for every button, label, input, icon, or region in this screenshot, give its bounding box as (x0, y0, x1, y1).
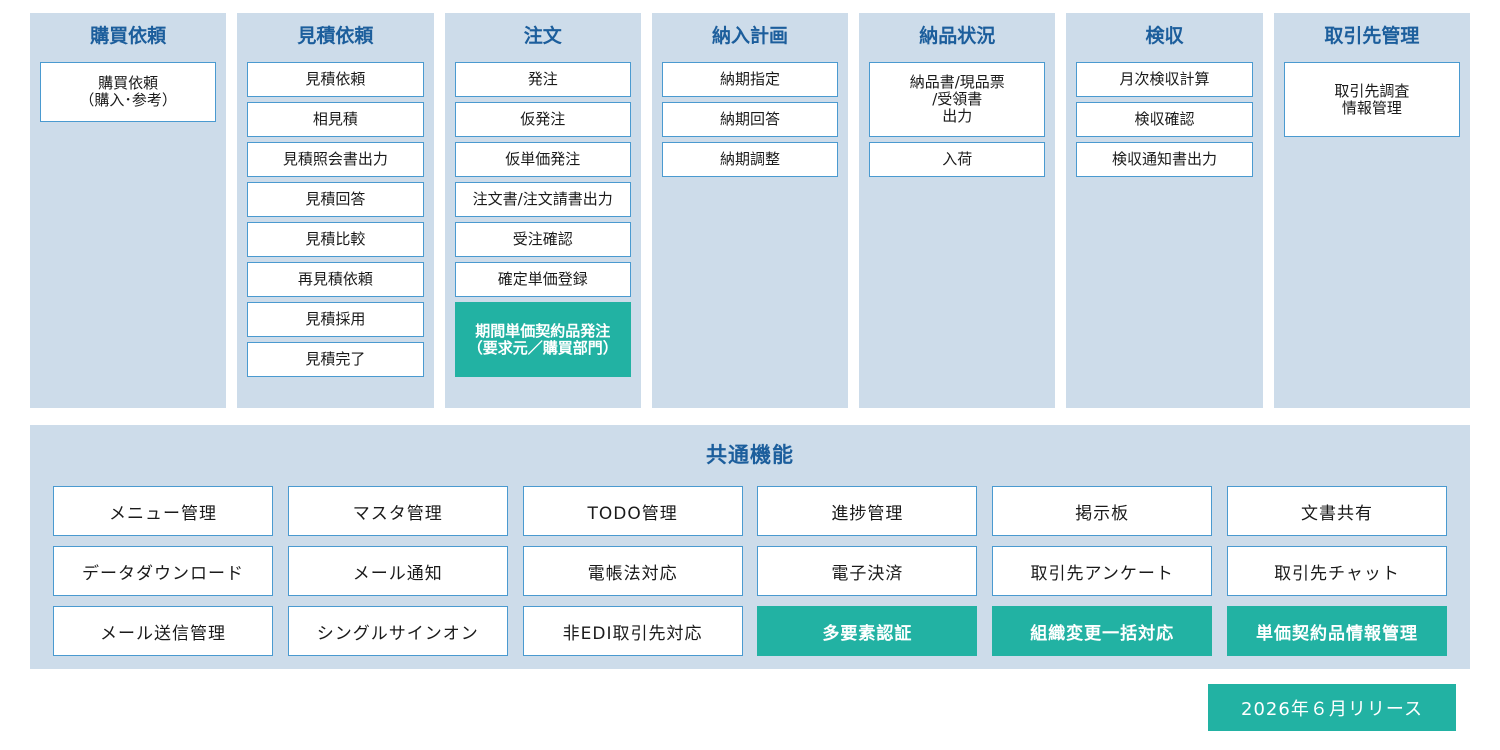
function-box: 納期調整 (661, 142, 839, 177)
function-box: 見積完了 (247, 342, 424, 377)
function-box: 取引先調査 情報管理 (1283, 62, 1460, 137)
common-functions-title: 共通機能 (706, 443, 794, 467)
common-function-box: 掲示板 (992, 486, 1213, 536)
common-function-box: データダウンロード (53, 546, 273, 596)
column-items: 購買依頼 （購入･参考） (30, 57, 226, 122)
process-column: 購買依頼購買依頼 （購入･参考） (30, 13, 227, 408)
common-function-box: 多要素認証 (757, 606, 978, 656)
function-box: 受注確認 (454, 222, 631, 257)
common-function-box: メール通知 (287, 546, 508, 596)
function-box: 再見積依頼 (247, 262, 424, 297)
process-column: 取引先管理取引先調査 情報管理 (1273, 13, 1470, 408)
column-title: 納入計画 (711, 25, 788, 47)
column-title: 納品状況 (919, 25, 996, 47)
common-function-box: マスタ管理 (287, 486, 508, 536)
function-box: 入荷 (869, 142, 1046, 177)
common-functions-panel: 共通機能 メニュー管理マスタ管理 TODO管理進捗管理掲示板文書共有データダウンロ… (30, 425, 1470, 669)
release-legend: 2026年６月リリース (1208, 684, 1456, 731)
function-box: 見積回答 (247, 182, 424, 217)
common-function-box: TODO管理 (522, 486, 743, 536)
function-box: 発注 (454, 62, 631, 97)
common-function-box: 非EDI取引先対応 (522, 606, 743, 656)
common-function-box: メニュー管理 (53, 486, 273, 536)
column-items: 見積依頼相見積見積照会書出力見積回答見積比較再見積依頼見積採用見積完了 (237, 57, 433, 377)
common-function-box: 文書共有 (1226, 486, 1447, 536)
function-box: 見積採用 (247, 302, 424, 337)
common-function-box: 電帳法対応 (522, 546, 743, 596)
function-box: 見積依頼 (247, 62, 424, 97)
column-items: 発注仮発注仮単価発注注文書/注文請書出力受注確認確定単価登録期間単価契約品発注 … (445, 57, 641, 377)
column-title: 購買依頼 (90, 25, 167, 47)
common-function-box: 単価契約品情報管理 (1226, 606, 1447, 656)
function-box: 期間単価契約品発注 （要求元／購買部門） (454, 302, 631, 377)
common-function-box: 組織変更一括対応 (992, 606, 1213, 656)
common-function-box: メール送信管理 (53, 606, 273, 656)
column-items: 納品書/現品票 /受領書 出力入荷 (859, 57, 1055, 177)
common-functions-grid: メニュー管理マスタ管理 TODO管理進捗管理掲示板文書共有データダウンロードメール… (53, 486, 1447, 656)
process-column: 納品状況納品書/現品票 /受領書 出力入荷 (859, 13, 1056, 408)
common-function-box: 進捗管理 (757, 486, 978, 536)
column-title: 検収 (1145, 25, 1184, 47)
common-function-box: 取引先アンケート (992, 546, 1213, 596)
function-box: 購買依頼 （購入･参考） (40, 62, 217, 122)
function-box: 見積照会書出力 (247, 142, 424, 177)
column-title: 注文 (523, 25, 562, 47)
process-columns: 購買依頼購買依頼 （購入･参考）見積依頼見積依頼相見積見積照会書出力見積回答見積… (30, 13, 1470, 408)
function-box: 納期回答 (661, 102, 839, 137)
column-items: 納期指定納期回答納期調整 (652, 57, 848, 177)
process-column: 見積依頼見積依頼相見積見積照会書出力見積回答見積比較再見積依頼見積採用見積完了 (237, 13, 434, 408)
function-box: 相見積 (247, 102, 424, 137)
column-title: 見積依頼 (297, 25, 374, 47)
function-box: 納品書/現品票 /受領書 出力 (869, 62, 1046, 137)
function-box: 注文書/注文請書出力 (454, 182, 631, 217)
function-box: 検収確認 (1076, 102, 1253, 137)
function-box: 納期指定 (661, 62, 839, 97)
function-box: 仮単価発注 (454, 142, 631, 177)
common-function-box: 電子決済 (757, 546, 978, 596)
function-box: 月次検収計算 (1076, 62, 1253, 97)
common-function-box: シングルサインオン (287, 606, 508, 656)
function-box: 仮発注 (454, 102, 631, 137)
process-column: 検収月次検収計算検収確認検収通知書出力 (1066, 13, 1263, 408)
common-function-box: 取引先チャット (1226, 546, 1447, 596)
process-column: 納入計画納期指定納期回答納期調整 (651, 13, 849, 408)
column-items: 取引先調査 情報管理 (1274, 57, 1470, 137)
function-box: 確定単価登録 (454, 262, 631, 297)
column-title: 取引先管理 (1324, 25, 1420, 47)
column-items: 月次検収計算検収確認検収通知書出力 (1066, 57, 1262, 177)
function-box: 見積比較 (247, 222, 424, 257)
process-column: 注文発注仮発注仮単価発注注文書/注文請書出力受注確認確定単価登録期間単価契約品発… (444, 13, 641, 408)
function-box: 検収通知書出力 (1076, 142, 1253, 177)
